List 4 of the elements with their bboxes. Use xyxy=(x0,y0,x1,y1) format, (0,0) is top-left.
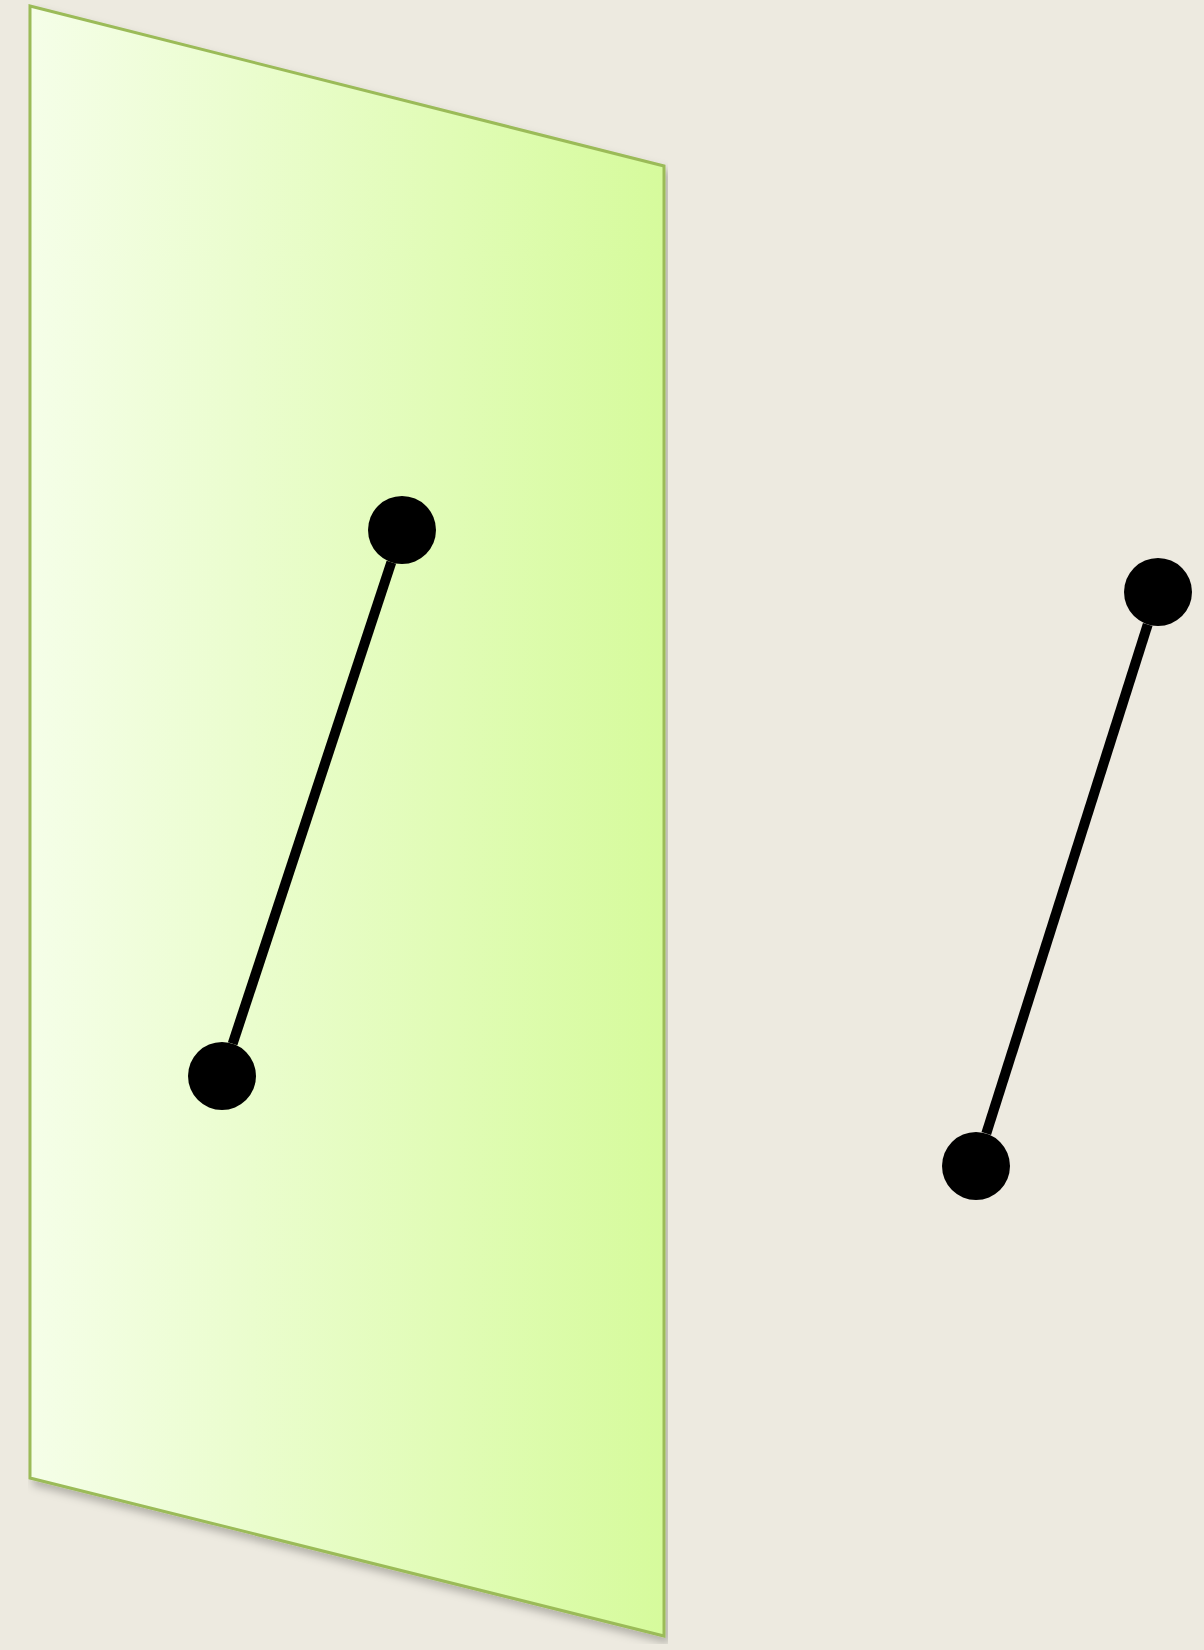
line-segment xyxy=(981,622,1153,1136)
dot xyxy=(1124,558,1192,626)
line-segment xyxy=(227,560,397,1046)
dot xyxy=(942,1132,1010,1200)
